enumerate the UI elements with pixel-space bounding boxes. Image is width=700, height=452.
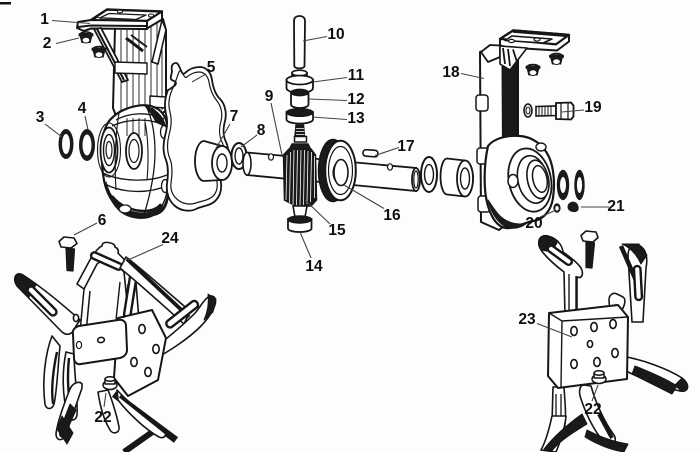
svg-text:5: 5 xyxy=(207,59,216,76)
svg-text:1: 1 xyxy=(40,11,49,28)
svg-text:22: 22 xyxy=(584,401,601,418)
svg-text:13: 13 xyxy=(347,110,365,127)
svg-text:9: 9 xyxy=(265,88,274,105)
svg-text:16: 16 xyxy=(383,207,401,224)
svg-text:6: 6 xyxy=(98,212,107,229)
svg-text:12: 12 xyxy=(347,91,364,108)
svg-text:17: 17 xyxy=(397,138,414,155)
svg-text:24: 24 xyxy=(161,230,179,247)
svg-text:23: 23 xyxy=(518,311,536,328)
svg-text:20: 20 xyxy=(525,215,542,232)
svg-text:10: 10 xyxy=(327,26,344,43)
svg-text:14: 14 xyxy=(305,258,323,275)
svg-text:7: 7 xyxy=(230,108,239,125)
svg-text:4: 4 xyxy=(78,100,87,117)
svg-text:21: 21 xyxy=(607,198,625,215)
svg-text:18: 18 xyxy=(442,64,460,81)
svg-text:11: 11 xyxy=(348,67,365,84)
svg-text:2: 2 xyxy=(43,35,52,52)
svg-text:3: 3 xyxy=(36,109,45,126)
svg-text:15: 15 xyxy=(328,222,346,239)
svg-text:8: 8 xyxy=(257,122,266,139)
svg-text:19: 19 xyxy=(584,99,602,116)
svg-text:22: 22 xyxy=(94,409,111,426)
